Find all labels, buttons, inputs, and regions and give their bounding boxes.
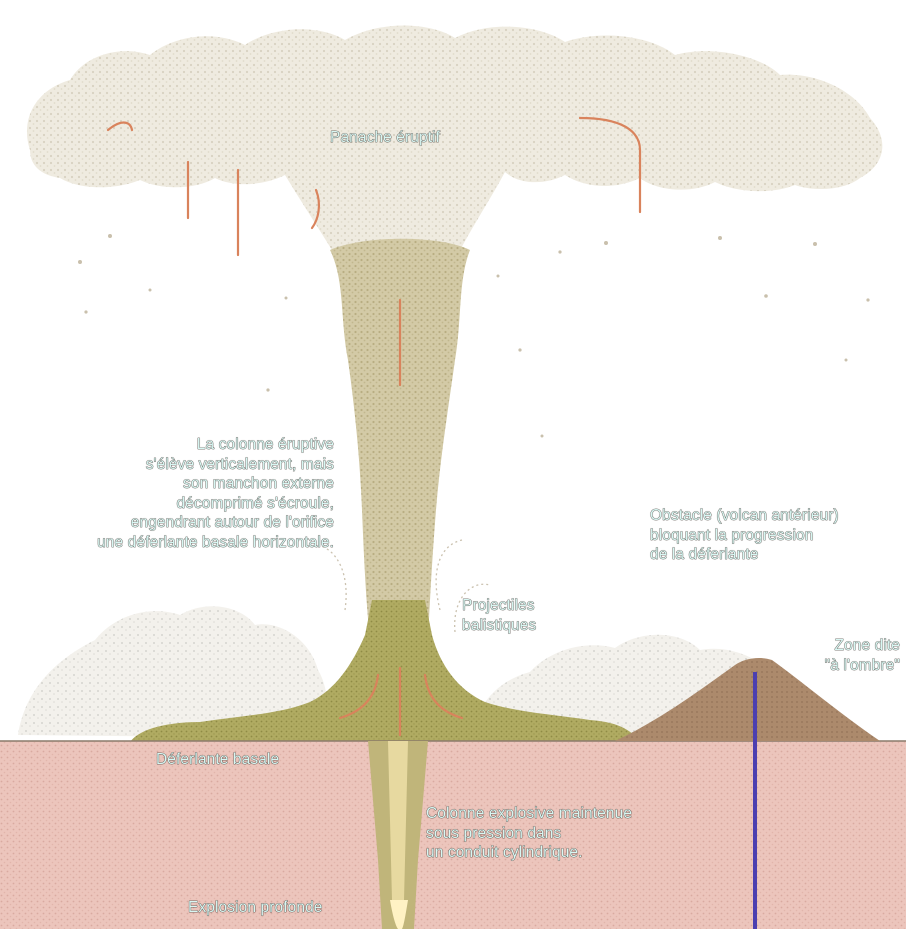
base-surge-label: Déferlante basale xyxy=(156,750,279,770)
obstacle-caption-line: de la déferlante xyxy=(650,545,839,565)
explosive-column-caption: Colonne explosive maintenue sous pressio… xyxy=(426,804,632,863)
explosive-column-caption-line: sous pression dans xyxy=(426,824,632,844)
explosive-column-caption-line: Colonne explosive maintenue xyxy=(426,804,632,824)
column-caption-line: décomprimé s'écroule, xyxy=(34,494,334,514)
column-caption-line: une déferlante basale horizontale. xyxy=(34,533,334,553)
shadow-zone-label-line: Zone dite xyxy=(760,636,900,656)
deep-explosion-label: Explosion profonde xyxy=(188,898,323,918)
shadow-zone-label-line: "à l'ombre" xyxy=(760,656,900,676)
shadow-zone-label: Zone dite "à l'ombre" xyxy=(760,636,900,675)
obstacle-caption-line: bloquant la progression xyxy=(650,526,839,546)
projectiles-label: Projectiles balistiques xyxy=(462,596,536,635)
column-caption: La colonne éruptive s'élève verticalemen… xyxy=(34,435,334,552)
projectiles-label-line: Projectiles xyxy=(462,596,536,616)
obstacle-caption: Obstacle (volcan antérieur) bloquant la … xyxy=(650,506,839,565)
plume-label: Panache éruptif xyxy=(330,128,440,148)
column-caption-line: son manchon externe xyxy=(34,474,334,494)
obstacle-caption-line: Obstacle (volcan antérieur) xyxy=(650,506,839,526)
column-caption-line: engendrant autour de l'orifice xyxy=(34,513,334,533)
projectiles-label-line: balistiques xyxy=(462,616,536,636)
column-caption-line: s'élève verticalement, mais xyxy=(34,455,334,475)
explosive-column-caption-line: un conduit cylindrique. xyxy=(426,843,632,863)
column-caption-line: La colonne éruptive xyxy=(34,435,334,455)
